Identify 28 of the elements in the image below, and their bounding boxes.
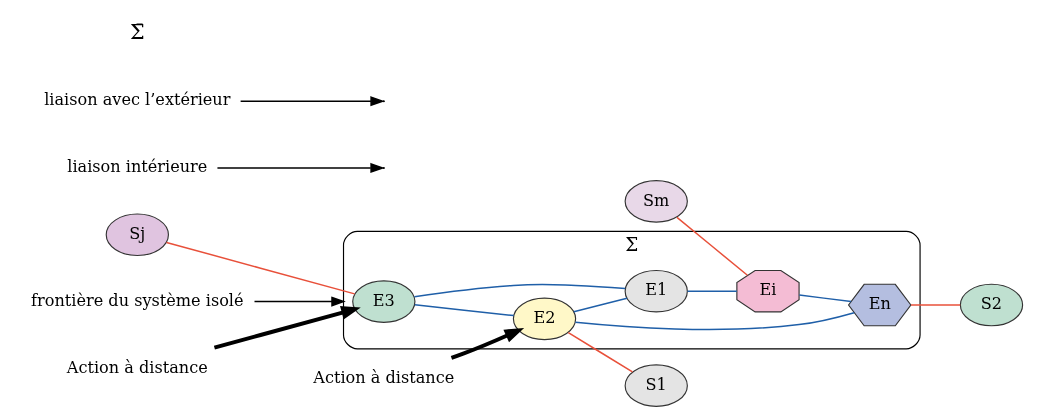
label: Σ̄: [130, 19, 145, 44]
node-ellipse: E2: [512, 297, 577, 340]
arrow: [253, 296, 346, 307]
node-ellipse: Sj: [105, 212, 169, 256]
node-ellipse: Sm: [624, 179, 688, 223]
node-ellipse: S1: [624, 363, 688, 407]
node-ellipse: E1: [624, 269, 688, 312]
arrow: [450, 327, 525, 360]
connector: [798, 293, 852, 302]
connector: [910, 303, 961, 306]
arrow: [239, 95, 385, 106]
connector: [567, 331, 634, 373]
connector: [165, 241, 356, 295]
node-text: Action à distance: [66, 357, 208, 377]
node-text: liaison intérieure: [67, 156, 208, 176]
node-ellipse: E3: [352, 279, 416, 323]
arrow: [213, 305, 361, 350]
node-text: Action à distance: [313, 367, 455, 387]
connector: [414, 303, 515, 316]
arrow: [216, 162, 385, 173]
connector: [686, 289, 738, 292]
node-ellipse: S2: [959, 283, 1024, 326]
node-text: frontière du système isolé: [31, 290, 244, 310]
node-text: liaison avec l’extérieur: [44, 89, 231, 109]
connector: [413, 283, 627, 298]
connector: [574, 311, 855, 330]
connector: [676, 216, 749, 276]
connector: [573, 297, 628, 312]
